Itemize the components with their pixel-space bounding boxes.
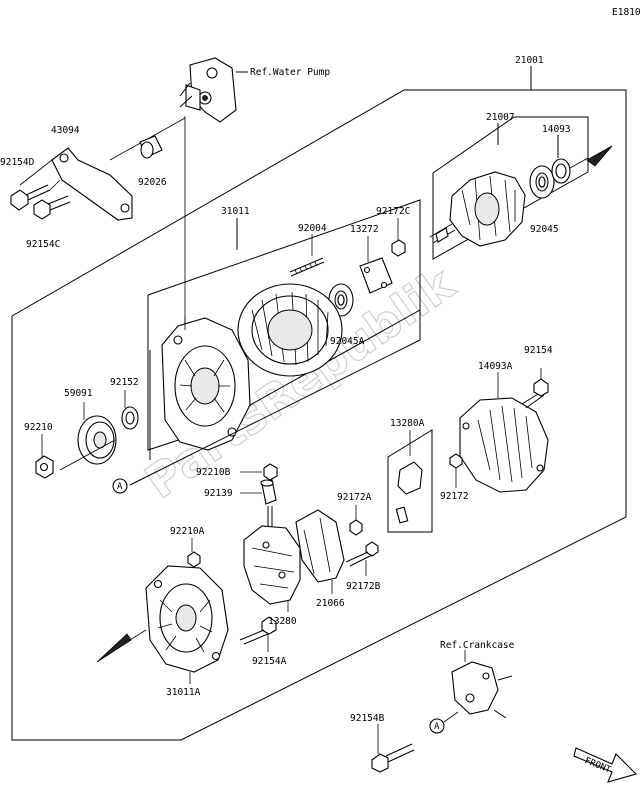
- part-labels: 21001 21007 14093 43094 92154D 92026 921…: [0, 55, 571, 724]
- bolt-92154B[interactable]: [371, 724, 415, 773]
- plate-13272[interactable]: [359, 257, 393, 294]
- part-label[interactable]: 92172C: [376, 206, 410, 217]
- nut-92172C[interactable]: [391, 239, 406, 257]
- bolt-92154C[interactable]: [33, 195, 71, 220]
- part-label[interactable]: 92210: [24, 422, 53, 433]
- arrow-icon: [96, 633, 132, 663]
- stud-92004[interactable]: [289, 257, 325, 277]
- pulley-59091[interactable]: [77, 415, 117, 465]
- part-label[interactable]: 13272: [350, 224, 379, 235]
- part-label[interactable]: 14093: [542, 124, 571, 135]
- screw-92172B[interactable]: [345, 541, 379, 567]
- nut-92210A[interactable]: [187, 551, 201, 568]
- crankcase-reference: Ref.Crankcase: [440, 640, 515, 719]
- cover-collar-14093[interactable]: [551, 158, 571, 184]
- part-label[interactable]: 13280A: [390, 418, 425, 429]
- bearing-92045[interactable]: [529, 165, 555, 199]
- part-label[interactable]: 92026: [138, 177, 167, 188]
- part-label[interactable]: 92154: [524, 345, 553, 356]
- front-housing-part[interactable]: [161, 317, 251, 451]
- collar-92152[interactable]: [121, 406, 139, 430]
- ref-crankcase-label: Ref.Crankcase: [440, 640, 515, 651]
- rotor-assembly-outline: [432, 116, 589, 260]
- svg-text:A: A: [434, 722, 440, 732]
- nut-92210[interactable]: [35, 455, 54, 479]
- part-label[interactable]: 92154A: [252, 656, 287, 667]
- bolt-92154A[interactable]: [239, 616, 277, 645]
- part-label[interactable]: 92210B: [196, 467, 231, 478]
- callout-a-left: A: [112, 478, 128, 494]
- collar-92139[interactable]: [260, 479, 277, 505]
- part-label[interactable]: 92154C: [26, 239, 60, 250]
- nut-92210B[interactable]: [263, 463, 278, 481]
- rectifier-13280[interactable]: [243, 506, 301, 605]
- brush-holder-13280A[interactable]: [387, 429, 433, 533]
- assembly-outline: [11, 66, 627, 741]
- rear-cover-14093A[interactable]: [459, 397, 549, 493]
- bracket-group: [10, 135, 163, 221]
- brush-holder-21066[interactable]: [295, 509, 345, 583]
- part-label[interactable]: 31011A: [166, 687, 201, 698]
- arrow-icon: [586, 145, 613, 167]
- part-label[interactable]: 92172A: [337, 492, 372, 503]
- part-label[interactable]: 92172B: [346, 581, 381, 592]
- rotor-part[interactable]: [429, 171, 526, 247]
- front-direction-arrow: FRONT: [573, 747, 638, 783]
- part-label[interactable]: 92154B: [350, 713, 385, 724]
- part-label[interactable]: 92139: [204, 488, 233, 499]
- stator-part[interactable]: [237, 283, 343, 377]
- bracket-hole-icon: [120, 203, 130, 213]
- part-label[interactable]: 21001: [515, 55, 544, 66]
- bolt-92154D[interactable]: [10, 179, 61, 211]
- nut-92172A[interactable]: [349, 519, 363, 536]
- part-label[interactable]: 59091: [64, 388, 93, 399]
- part-label[interactable]: 92004: [298, 223, 327, 234]
- water-pump-reference: Ref.Water Pump: [109, 57, 330, 330]
- part-label[interactable]: 21007: [486, 112, 515, 123]
- part-label[interactable]: 92210A: [170, 526, 205, 537]
- part-label[interactable]: 92045: [530, 224, 559, 235]
- part-label[interactable]: 92172: [440, 491, 469, 502]
- bracket-hole-icon: [59, 153, 69, 163]
- part-label[interactable]: 92045A: [330, 336, 365, 347]
- nut-92172[interactable]: [449, 453, 463, 469]
- part-label[interactable]: 31011: [221, 206, 250, 217]
- ref-water-pump-label: Ref.Water Pump: [250, 67, 330, 78]
- svg-text:A: A: [117, 482, 123, 492]
- bracket-part[interactable]: [51, 147, 133, 221]
- diagram-code: E1810: [612, 7, 641, 18]
- part-label[interactable]: 92154D: [0, 157, 35, 168]
- part-label[interactable]: 43094: [51, 125, 80, 136]
- part-label[interactable]: 13280: [268, 616, 297, 627]
- callout-a-bottom: A: [429, 718, 445, 734]
- part-label[interactable]: 14093A: [478, 361, 513, 372]
- bolt-92154[interactable]: [521, 378, 549, 409]
- part-label[interactable]: 21066: [316, 598, 345, 609]
- rear-housing-31011A[interactable]: [145, 565, 229, 673]
- part-label[interactable]: 92152: [110, 377, 139, 388]
- collar-end-icon: [140, 141, 154, 159]
